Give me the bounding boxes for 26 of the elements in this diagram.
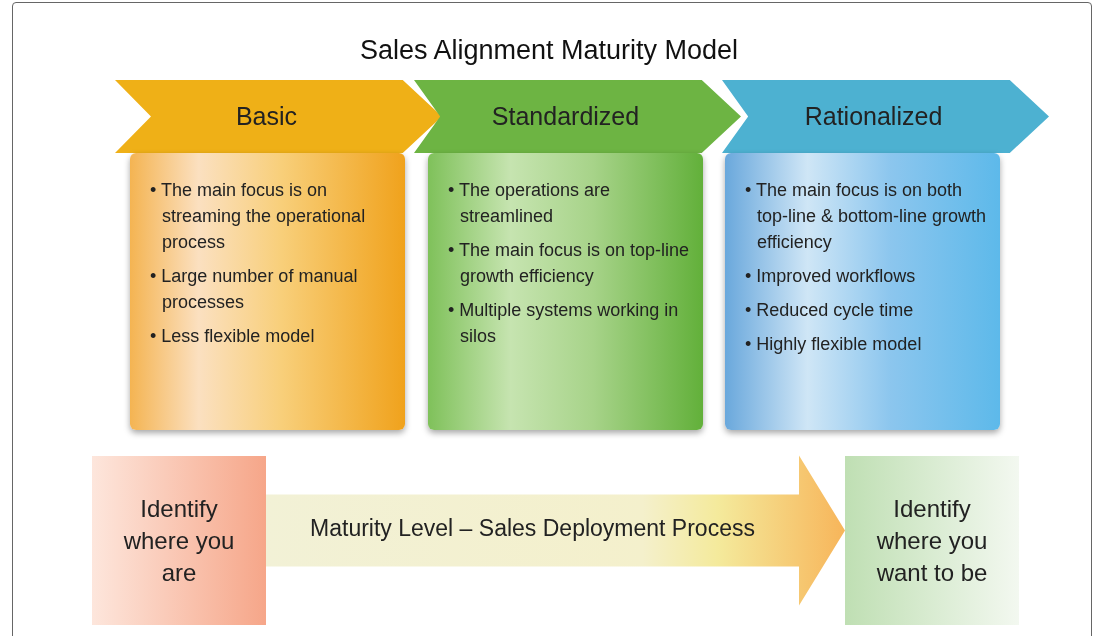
chevron-shape bbox=[115, 80, 442, 153]
chevron-shape bbox=[722, 80, 1049, 153]
bullet-text: • The main focus is on streaming the operational process bbox=[150, 179, 367, 254]
bullet-text: • Improved workflows bbox=[745, 265, 917, 288]
status-box bbox=[92, 456, 266, 625]
bullet-text: • Multiple systems working in silos bbox=[448, 299, 680, 348]
block-arrow bbox=[266, 455, 845, 606]
bullet-text: • Highly flexible model bbox=[745, 333, 923, 356]
stage-card bbox=[428, 153, 703, 430]
edge-label: Maturity Level – Sales Deployment Process bbox=[310, 514, 755, 544]
stage-heading: Rationalized bbox=[804, 100, 944, 132]
status-box bbox=[845, 456, 1019, 625]
bullet-text: • Reduced cycle time bbox=[745, 299, 915, 322]
chevron-shape bbox=[414, 80, 741, 153]
bullet-text: • The main focus is on top-line growth efficiency bbox=[448, 239, 691, 288]
stage-heading: Standardized bbox=[491, 100, 641, 132]
bullet-text: • The operations are streamlined bbox=[448, 179, 612, 228]
bullet-text: • Large number of manual processes bbox=[150, 265, 359, 314]
status-text: Identify where you want to be bbox=[875, 493, 989, 588]
bullet-text: • Less flexible model bbox=[150, 325, 316, 348]
stage-card bbox=[725, 153, 1000, 430]
stage-card bbox=[130, 153, 405, 430]
status-text: Identify where you are bbox=[122, 493, 236, 588]
bullet-text: • The main focus is on both top-line & bottom-line growth efficiency bbox=[745, 179, 988, 254]
stage-heading: Basic bbox=[235, 100, 299, 132]
diagram-title: Sales Alignment Maturity Model bbox=[358, 34, 740, 67]
